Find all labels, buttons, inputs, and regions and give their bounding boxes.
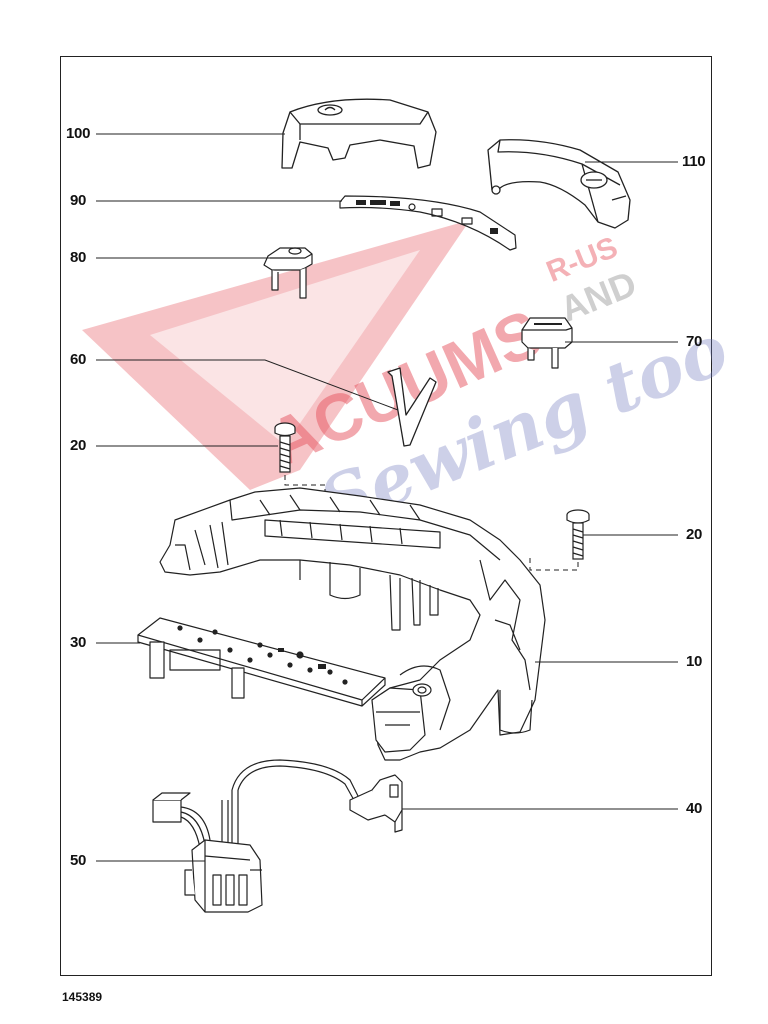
callout-20-right: 20 <box>686 526 703 543</box>
part-circuit-board <box>137 617 386 707</box>
callout-80: 80 <box>70 249 87 266</box>
part-switch-button <box>263 247 313 299</box>
callout-20-left: 20 <box>70 437 87 454</box>
watermark-v-shape <box>82 220 470 490</box>
watermark: ACUUMS R-US AND Sewing too <box>82 220 739 546</box>
document-number: 145389 <box>62 990 103 1004</box>
part-control-panel-membrane <box>339 195 517 251</box>
part-housing-frame <box>159 487 546 761</box>
part-micro-switch <box>231 759 403 833</box>
callout-110: 110 <box>682 153 706 170</box>
part-screw-left <box>274 422 296 473</box>
callout-70: 70 <box>686 333 703 350</box>
callout-50: 50 <box>70 852 87 869</box>
watermark-v-inner <box>150 250 420 445</box>
callout-60: 60 <box>70 351 87 368</box>
callout-90: 90 <box>70 192 87 209</box>
callout-100: 100 <box>66 125 91 142</box>
part-screw-right <box>566 509 590 560</box>
leader-lines <box>96 133 678 862</box>
screw-guide-lines <box>284 475 579 571</box>
part-cap-with-button <box>487 139 631 229</box>
callout-40: 40 <box>686 800 703 817</box>
diagram-frame <box>60 56 712 976</box>
part-cover <box>281 98 437 169</box>
callout-30: 30 <box>70 634 87 651</box>
callout-10: 10 <box>686 653 703 670</box>
part-spring-clip <box>387 367 437 447</box>
part-wiring-connector <box>152 790 263 913</box>
